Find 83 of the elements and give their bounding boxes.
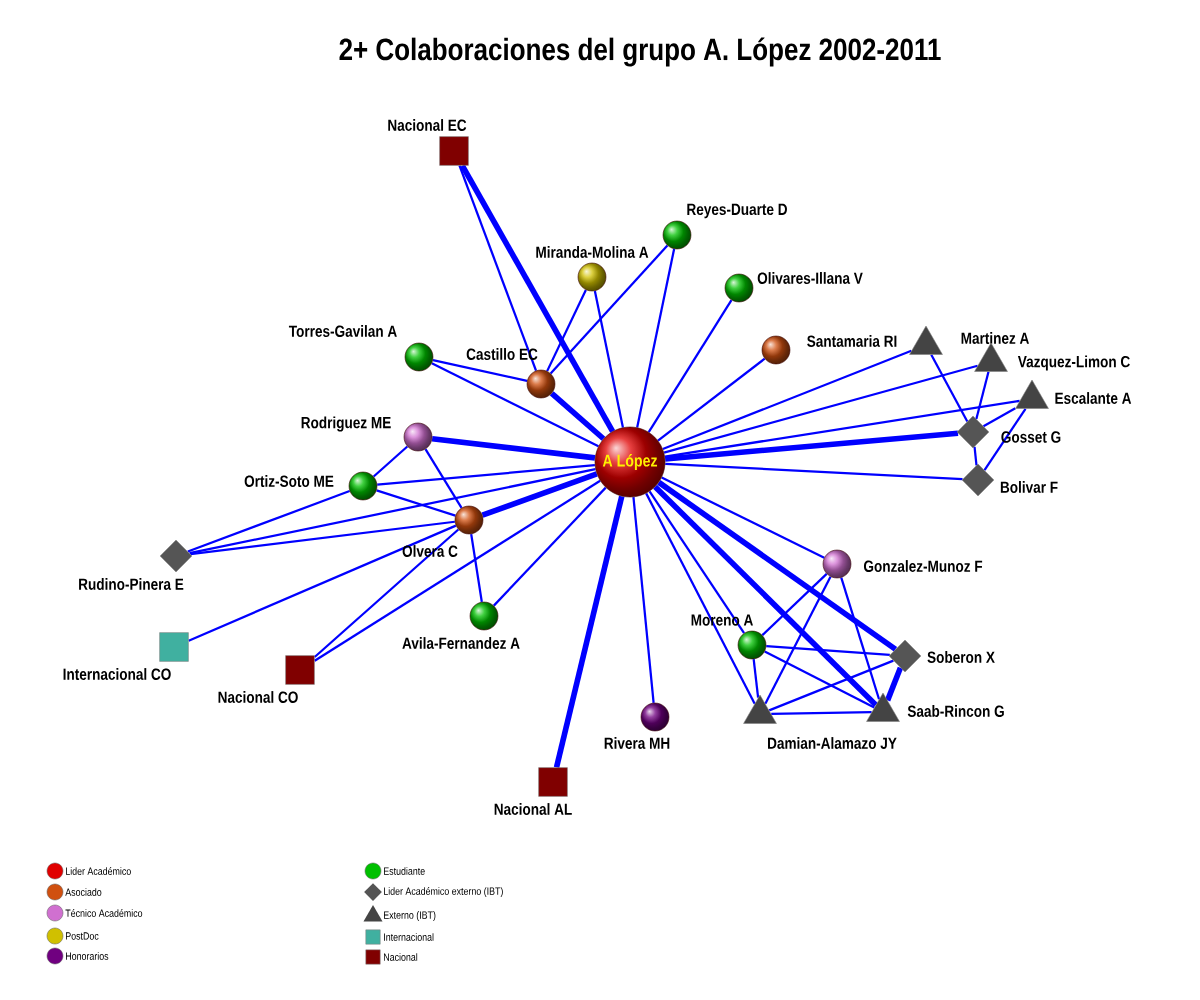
connection-line [632, 497, 655, 703]
connection-line [665, 462, 963, 481]
connection-line [663, 364, 978, 454]
connection-line [761, 573, 828, 636]
connection-line [431, 362, 599, 448]
legend-label: Lider Académico externo (IBT) [384, 887, 503, 897]
connection-line [975, 371, 990, 420]
connection-line [648, 490, 746, 634]
node-label: Rudino-Pinera E [79, 578, 184, 590]
legend-label: Nacional [384, 953, 418, 961]
node-label: Martinez A [961, 332, 1029, 344]
node-label: Torres-Gavilan A [288, 325, 397, 337]
connection-line [377, 464, 595, 486]
connection-line [481, 471, 598, 518]
connection-line [431, 435, 596, 461]
node-label: Damian-Alamazo JY [768, 737, 897, 749]
node-label: Saab-Rincon G [907, 705, 1004, 717]
connection-line [313, 528, 460, 658]
connection-line [549, 391, 606, 441]
connection-line [424, 448, 463, 509]
node-label: Santamaria RI [807, 335, 897, 347]
connection-line [764, 576, 832, 705]
connection-line [376, 489, 456, 517]
node-label: Nacional CO [218, 691, 298, 703]
node-label: Internacional CO [63, 668, 171, 680]
node-label: Vazquez-Limon C [1017, 355, 1130, 371]
node-label: Escalante A [1055, 392, 1132, 404]
node-label: Nacional EC [388, 119, 467, 131]
legend-label: Internacional [384, 933, 434, 941]
node-label: Nacional AL [494, 803, 572, 815]
node-label: Rivera MH [604, 737, 670, 749]
connection-line [493, 486, 607, 607]
connection-line [432, 359, 528, 382]
connection-line [661, 476, 825, 559]
connection-line [653, 484, 878, 707]
connection-line [470, 533, 483, 603]
node-label: Avila-Fernandez A [402, 637, 520, 649]
connection-line [771, 711, 872, 715]
connection-line [458, 165, 538, 372]
connection-line [189, 468, 596, 555]
legend-label: Técnico Académico [65, 909, 143, 917]
connection-line [187, 489, 351, 553]
node-label: Miranda-Molina A [536, 246, 649, 258]
connection-line [664, 430, 959, 462]
connection-line [766, 644, 890, 657]
connection-line [764, 650, 875, 709]
connection-line [593, 290, 624, 428]
connection-line [314, 479, 601, 662]
connection-line [662, 349, 912, 451]
connection-line [657, 480, 898, 652]
node-label: Rodriguez ME [301, 416, 391, 432]
legend-label: Lider Académico [66, 867, 131, 875]
legend-label: Honorarios [66, 952, 109, 960]
connection-line [884, 666, 904, 702]
node-label: Gonzalez-Munoz F [863, 560, 983, 572]
connection-line [930, 354, 969, 422]
chart-title: 2+ Colaboraciones del grupo A. López 2002-2011 [339, 37, 941, 67]
connection-line [188, 524, 457, 642]
connection-line [459, 164, 616, 433]
connection-line [549, 244, 669, 375]
connection-line [546, 289, 587, 372]
connection-line [647, 299, 733, 433]
legend-label: Externo (IBT) [384, 911, 436, 921]
connection-line [840, 577, 881, 700]
node-label: Bolivar F [1000, 481, 1058, 493]
legend-label: Asociado [65, 888, 102, 896]
node-label: Reyes-Duarte D [687, 203, 787, 219]
connection-line [973, 446, 978, 466]
connection-line [752, 659, 760, 698]
node-label: Ortiz-Soto ME [244, 475, 334, 487]
connection-line [657, 357, 766, 442]
node-label: Soberon X [927, 651, 995, 663]
connection-line [636, 248, 676, 428]
connection-line [768, 659, 894, 712]
legend-label: Estudiante [384, 867, 425, 875]
node-label: Olivares-Illana V [757, 272, 863, 284]
connection-line [372, 445, 409, 478]
connection-line [664, 399, 1020, 458]
legend-label: PostDoc [66, 932, 99, 940]
connection-line [645, 492, 756, 705]
connection-line [982, 407, 1016, 428]
connection-line [190, 520, 455, 556]
connection-line [553, 495, 625, 768]
